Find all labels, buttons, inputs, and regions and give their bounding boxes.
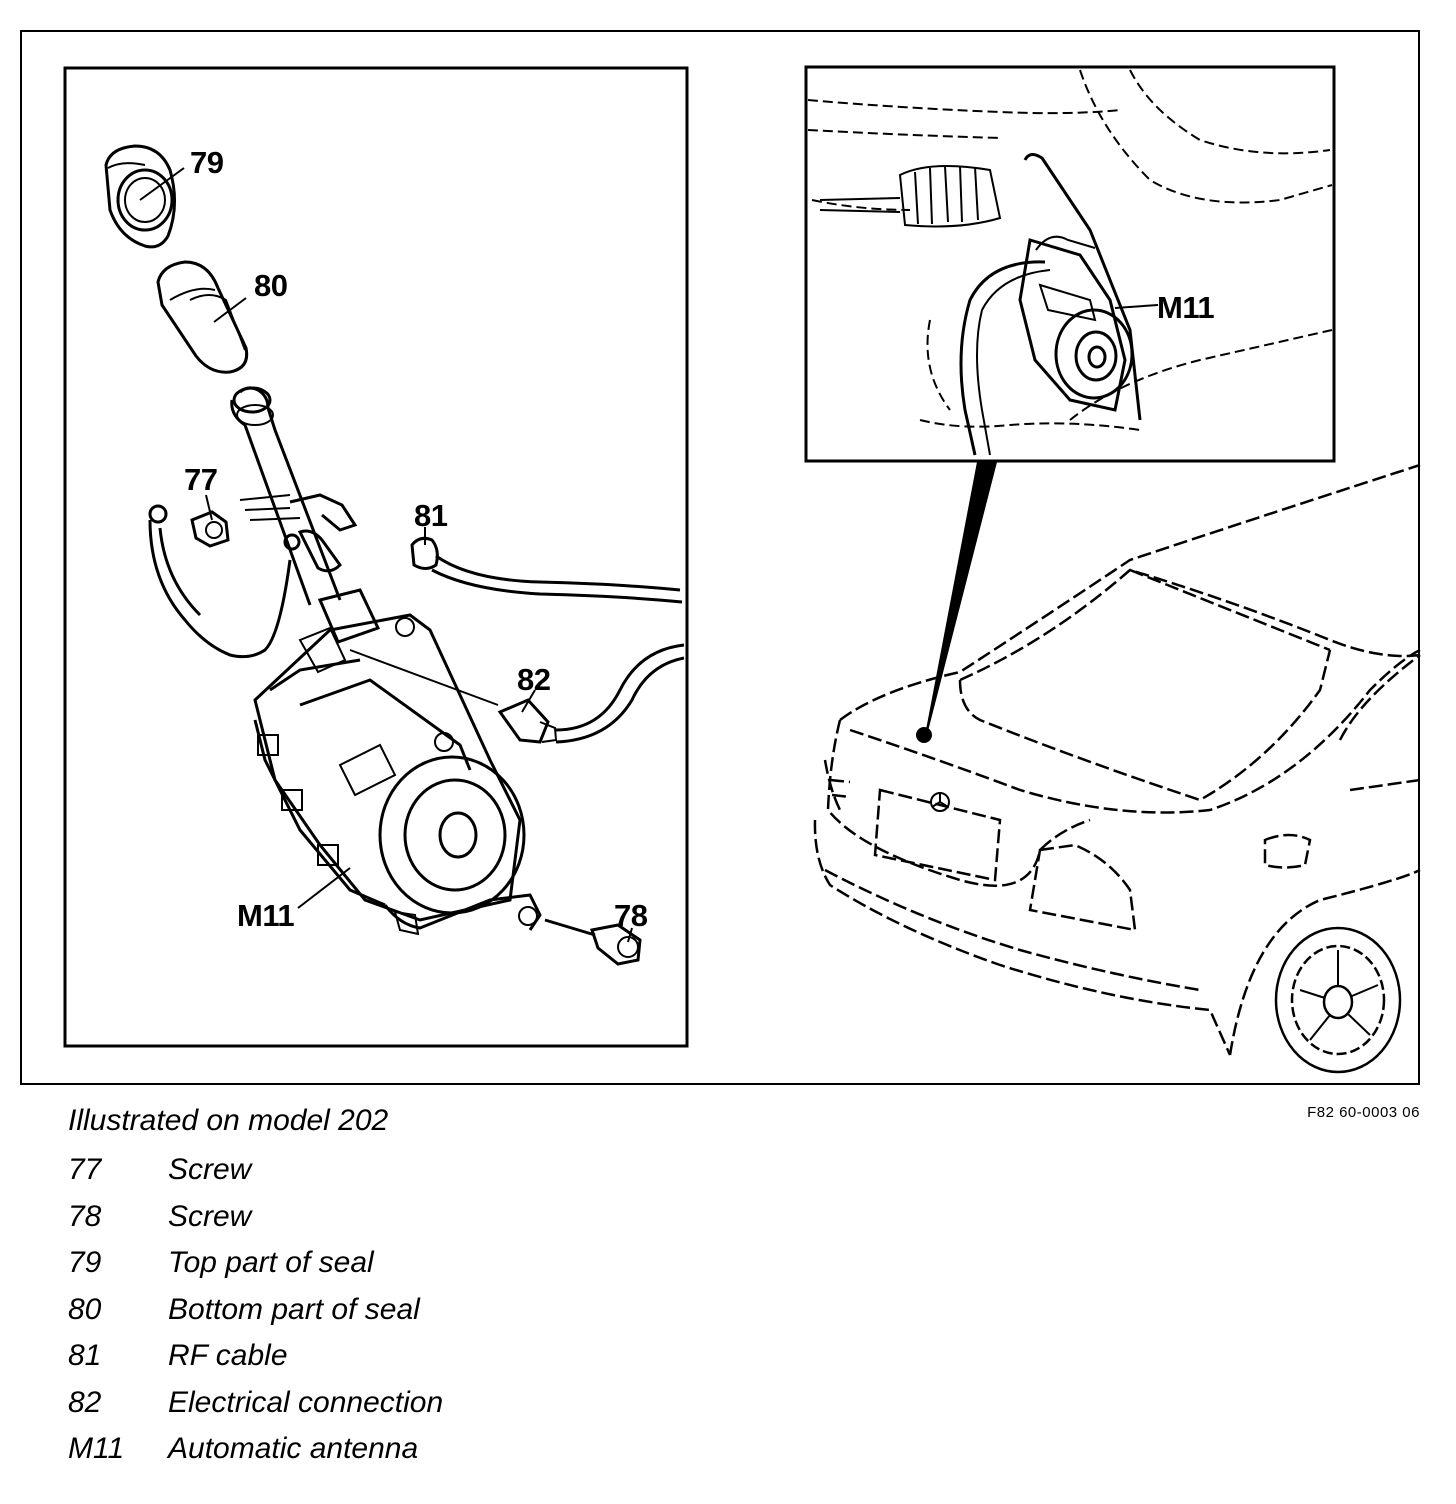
- callout-81: 81: [414, 498, 448, 533]
- legend-item: 80 Bottom part of seal: [68, 1293, 443, 1340]
- ground-strap-and-screw: [148, 494, 301, 659]
- callout-m11-inset: M11: [1157, 290, 1215, 325]
- callout-82: 82: [517, 662, 551, 697]
- legend-description: Screw: [168, 1199, 252, 1233]
- top-seal-part: [104, 144, 177, 249]
- legend-number: 78: [68, 1199, 102, 1233]
- diagram-frame: [20, 30, 1420, 1085]
- legend-description: Bottom part of seal: [168, 1292, 420, 1326]
- callout-m11-left: M11: [237, 898, 295, 933]
- antenna-mast: [230, 386, 381, 644]
- antenna-motor-housing: [253, 613, 542, 936]
- callout-78: 78: [614, 898, 648, 933]
- legend-number: M11: [68, 1432, 125, 1465]
- legend-description: Electrical connection: [168, 1385, 444, 1419]
- inset-pointer: [925, 461, 998, 736]
- car-emblem: [930, 792, 950, 812]
- car-wheel: [1274, 926, 1402, 1074]
- figure-code: F82 60-0003 06: [1307, 1104, 1420, 1121]
- callout-80: 80: [254, 268, 288, 303]
- exploded-view-panel: [63, 66, 689, 1048]
- legend-item: 79 Top part of seal: [68, 1246, 443, 1293]
- inset-detail-panel: [804, 65, 1336, 463]
- antenna-location-marker: [916, 727, 932, 743]
- legend-item: 78 Screw: [68, 1200, 443, 1247]
- callout-77: 77: [184, 462, 218, 497]
- legend-number: 81: [68, 1339, 102, 1372]
- legend-number: 80: [68, 1292, 102, 1326]
- legend-number: 79: [68, 1246, 102, 1279]
- leader-lines: [139, 167, 633, 943]
- callout-79: 79: [190, 145, 224, 180]
- legend-number: 82: [68, 1385, 102, 1419]
- electrical-connector: [497, 643, 685, 744]
- inset-bellows: [819, 165, 1002, 228]
- legend-description: Automatic antenna: [168, 1432, 419, 1465]
- legend-description: Screw: [168, 1153, 252, 1186]
- bottom-seal-part: [156, 260, 249, 374]
- legend-item: 82 Electrical connection: [68, 1386, 443, 1433]
- legend-description: Top part of seal: [168, 1246, 374, 1279]
- legend-item: M11 Automatic antenna: [68, 1432, 443, 1479]
- diagram-illustration: [63, 65, 1421, 1074]
- legend-description: RF cable: [168, 1339, 288, 1372]
- car-rear-view: [813, 463, 1421, 1056]
- diagram-caption: Illustrated on model 202: [68, 1104, 389, 1137]
- inset-antenna-motor: [959, 153, 1142, 456]
- legend-item: 77 Screw: [68, 1153, 443, 1200]
- rf-cable: [410, 536, 683, 604]
- legend-item: 81 RF cable: [68, 1339, 443, 1386]
- legend-number: 77: [68, 1153, 102, 1186]
- mounting-screw: [544, 918, 642, 966]
